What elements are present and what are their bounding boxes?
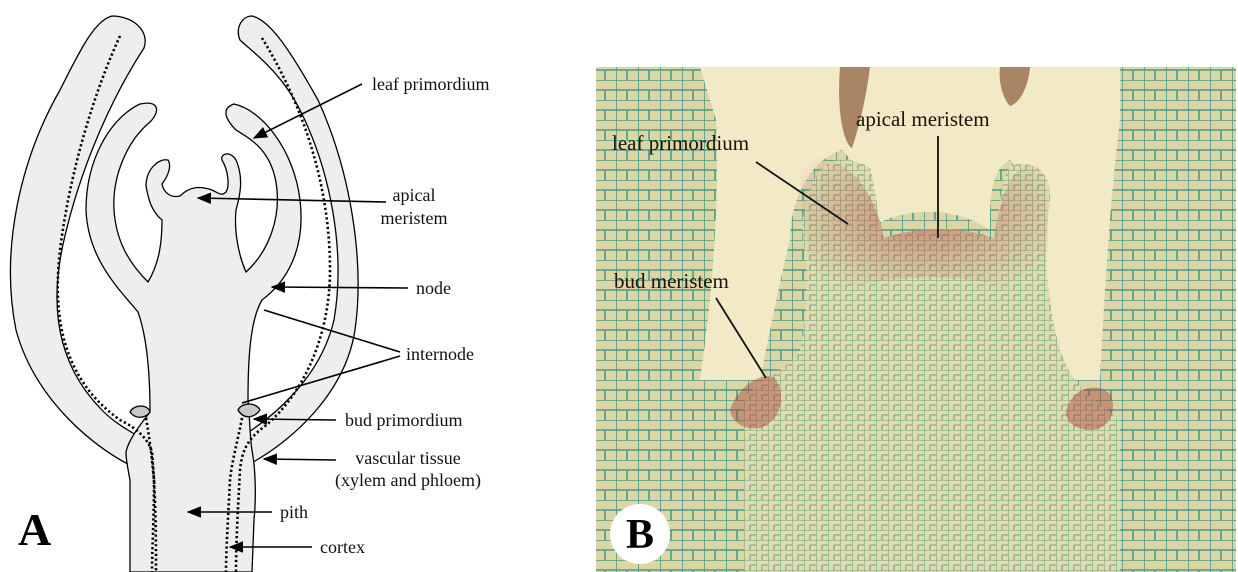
label-bud-primordium: bud primordium (345, 410, 463, 430)
label-apical-line2: meristem (381, 208, 448, 228)
bud-primordium-right (238, 404, 260, 417)
panel-b-letter: B (626, 512, 654, 558)
panel-a-diagram: A (10, 16, 358, 572)
label-vascular-line1: vascular tissue (355, 448, 460, 468)
arrow-vascular-tissue (264, 459, 336, 460)
stem-axis (86, 103, 301, 572)
panel-b-micrograph: leaf primordium apical meristem bud meri… (596, 67, 1236, 572)
label-bud-meristem-b: bud meristem (614, 269, 729, 293)
label-leaf-primordium-b: leaf primordium (612, 131, 749, 155)
label-apical-meristem-b: apical meristem (856, 107, 990, 131)
arrow-bud-primordium (254, 419, 336, 420)
bud-primordium-left (130, 406, 150, 417)
label-node: node (416, 278, 451, 298)
label-internode: internode (406, 344, 474, 364)
panel-a-letter: A (18, 504, 51, 555)
label-apical-line1: apical (393, 185, 436, 205)
label-cortex: cortex (320, 537, 365, 557)
label-pith: pith (280, 502, 308, 522)
label-leaf-primordium-a: leaf primordium (372, 74, 489, 94)
arrow-node (272, 287, 408, 288)
label-vascular-line2: (xylem and phloem) (335, 470, 481, 491)
